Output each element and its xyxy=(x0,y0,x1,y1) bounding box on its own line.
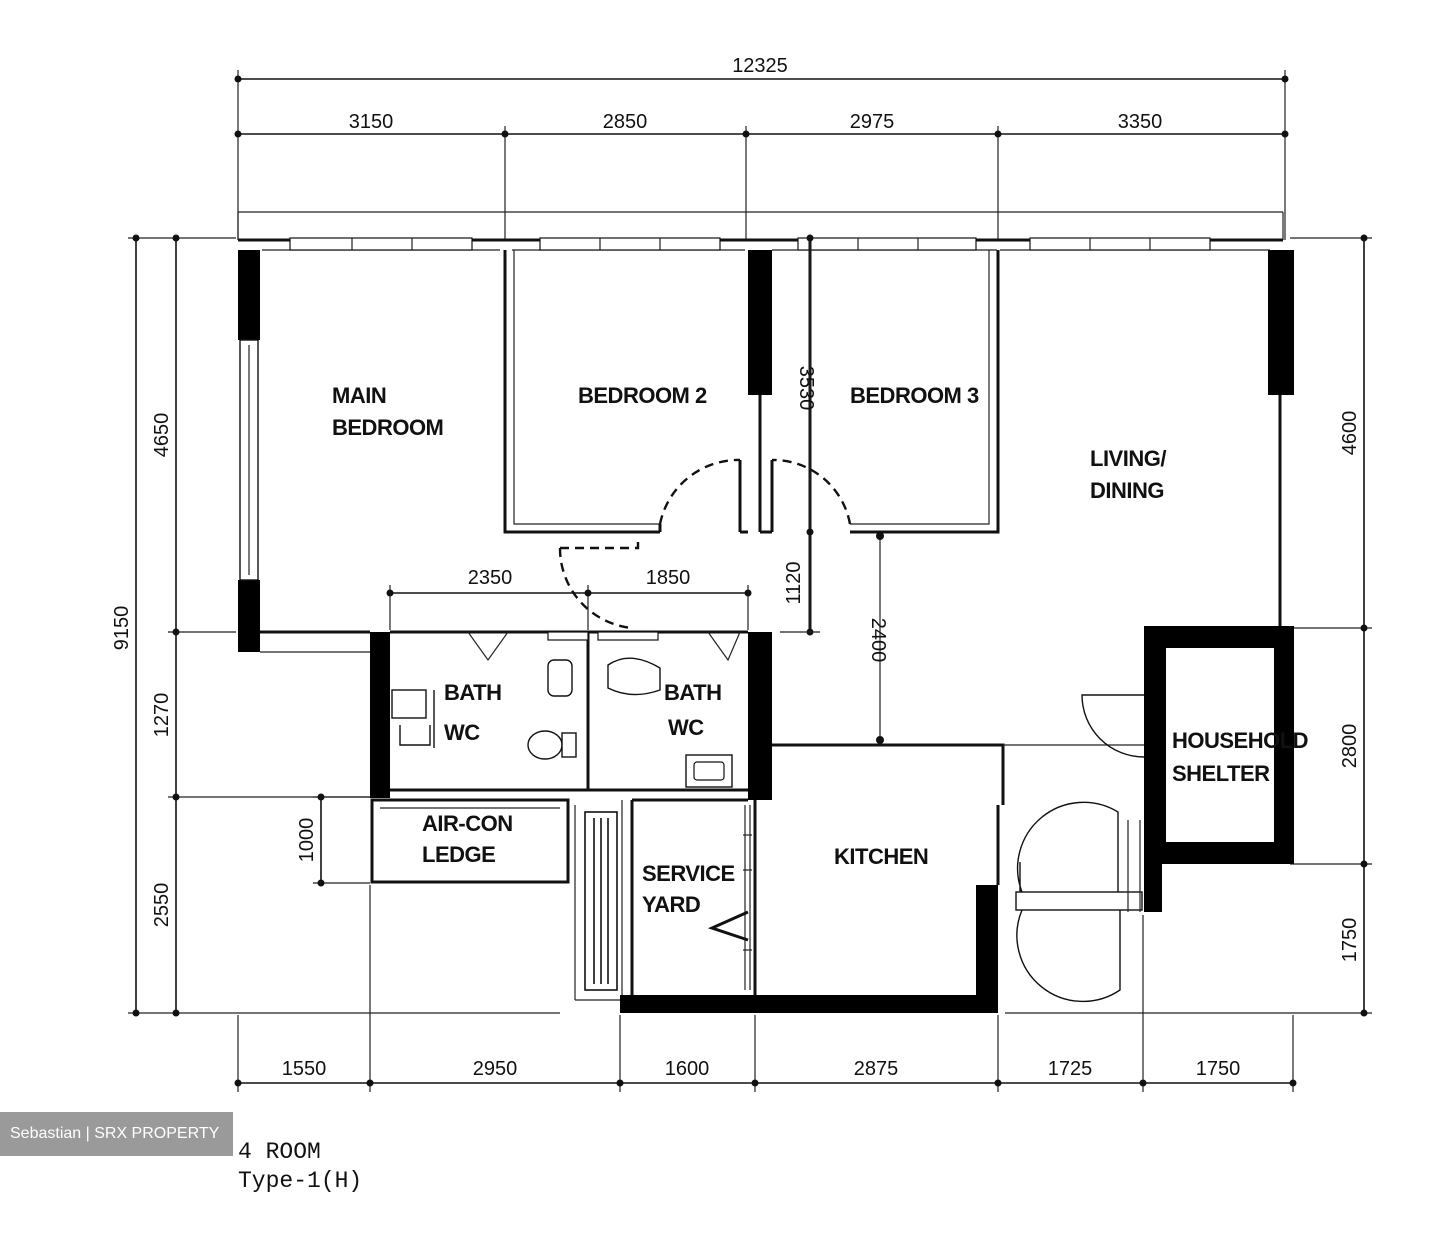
plan-title-line1: 4 ROOM xyxy=(238,1139,321,1165)
dim-right-3: 1750 xyxy=(1339,918,1361,963)
dim-top-2: 2850 xyxy=(603,111,648,133)
internal-dimensions: 2350 1850 3530 1120 2400 1000 xyxy=(296,366,889,887)
dim-right-2: 2800 xyxy=(1339,724,1361,769)
plan-title-line2: Type-1(H) xyxy=(238,1168,363,1194)
room-labels: MAIN BEDROOM BEDROOM 2 BEDROOM 3 LIVING/… xyxy=(332,383,1309,917)
label-aircon-1: AIR-CON xyxy=(422,811,513,836)
label-shelter-2: SHELTER xyxy=(1172,761,1270,786)
label-kitchen: KITCHEN xyxy=(834,844,928,869)
dim-bottom-5: 1725 xyxy=(1048,1058,1093,1080)
dim-corridor-a: 3530 xyxy=(795,366,817,411)
dim-bottom-4: 2875 xyxy=(854,1058,899,1080)
label-service-2: YARD xyxy=(642,892,700,917)
dim-bottom-3: 1600 xyxy=(665,1058,710,1080)
dim-bottom-6: 1750 xyxy=(1196,1058,1241,1080)
label-master-bath-1: BATH xyxy=(444,680,501,705)
dim-ledge: 1000 xyxy=(296,818,318,863)
plan-title: 4 ROOM Type-1(H) xyxy=(238,1138,362,1196)
watermark-text: Sebastian | SRX PROPERTY xyxy=(10,1125,220,1142)
dim-bottom-2: 2950 xyxy=(473,1058,518,1080)
dim-left-total: 9150 xyxy=(111,606,133,651)
label-shelter-1: HOUSEHOLD xyxy=(1172,728,1308,753)
label-living-2: DINING xyxy=(1090,478,1164,503)
watermark-badge: Sebastian | SRX PROPERTY xyxy=(0,1112,233,1156)
top-dimensions: 12325 3150 2850 2975 3350 xyxy=(234,55,1289,240)
bottom-dimensions: 1550 2950 1600 2875 1725 1750 xyxy=(234,885,1297,1092)
label-main-bedroom-2: BEDROOM xyxy=(332,415,443,440)
dim-top-1: 3150 xyxy=(349,111,394,133)
dim-top-4: 3350 xyxy=(1118,111,1163,133)
dim-bath-a: 2350 xyxy=(468,567,513,589)
fixtures xyxy=(391,657,733,788)
dim-bath-b: 1850 xyxy=(646,567,691,589)
label-service-1: SERVICE xyxy=(642,861,735,886)
dim-bottom-1: 1550 xyxy=(282,1058,327,1080)
structural-walls xyxy=(238,250,1294,1013)
service-yard-louvres xyxy=(707,805,752,990)
label-master-bath-2: WC xyxy=(444,720,480,745)
dim-total-width: 12325 xyxy=(732,55,788,77)
dim-corridor-b: 1120 xyxy=(783,561,805,604)
window-left xyxy=(239,339,259,581)
label-common-bath-1: BATH xyxy=(664,680,721,705)
label-aircon-2: LEDGE xyxy=(422,842,495,867)
label-bedroom-3: BEDROOM 3 xyxy=(850,383,979,408)
dim-right-1: 4600 xyxy=(1339,411,1361,456)
dim-left-3: 2550 xyxy=(151,883,173,928)
dim-left-2: 1270 xyxy=(151,693,173,738)
drying-rack xyxy=(574,805,620,1001)
label-bedroom-2: BEDROOM 2 xyxy=(578,383,707,408)
right-dimensions: 4600 2800 1750 xyxy=(1005,234,1372,1017)
label-common-bath-2: WC xyxy=(668,715,704,740)
label-main-bedroom-1: MAIN xyxy=(332,383,386,408)
doors xyxy=(467,458,1145,1003)
dim-top-3: 2975 xyxy=(850,111,895,133)
left-dimensions: 9150 4650 1270 2550 xyxy=(111,234,560,1017)
windows-top xyxy=(289,237,1211,251)
dim-corridor-c: 2400 xyxy=(867,618,889,663)
label-living-1: LIVING/ xyxy=(1090,446,1166,471)
dim-left-1: 4650 xyxy=(151,413,173,458)
